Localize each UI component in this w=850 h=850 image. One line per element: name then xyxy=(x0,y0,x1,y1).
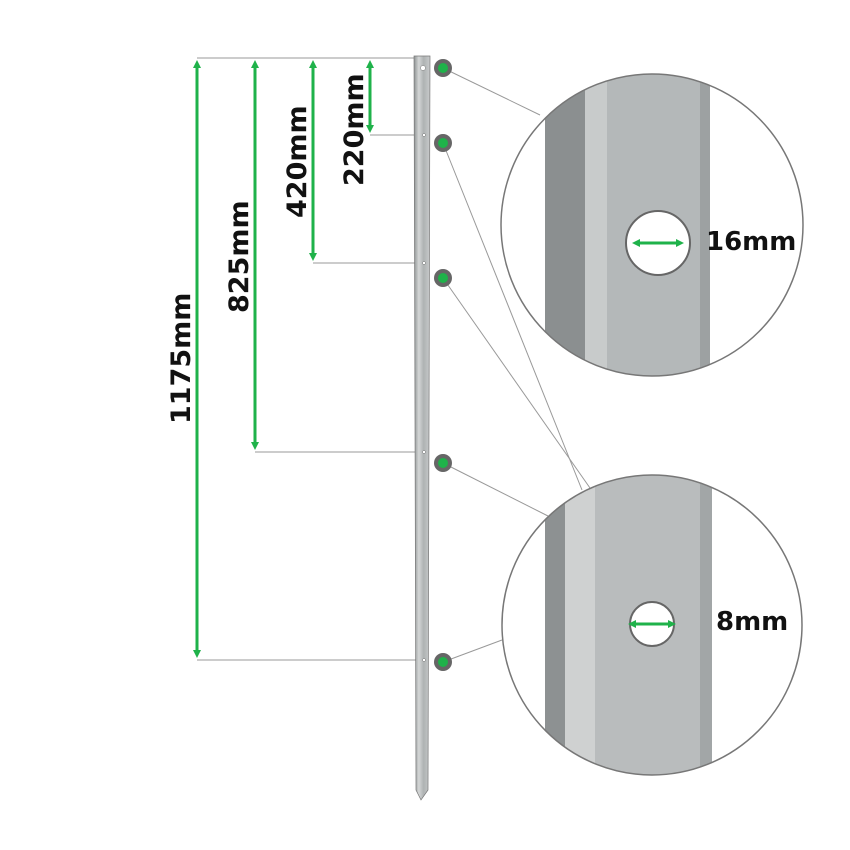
label-8mm: 8mm xyxy=(716,607,789,637)
hole-marker xyxy=(434,454,452,472)
label-420: 420mm xyxy=(282,105,313,218)
label-16mm: 16mm xyxy=(706,227,797,257)
label-1175: 1175mm xyxy=(166,292,197,424)
hole-marker xyxy=(434,134,452,152)
hole-marker xyxy=(434,653,452,671)
label-825: 825mm xyxy=(224,200,255,313)
label-220: 220mm xyxy=(339,73,370,186)
guide-lines xyxy=(197,57,425,661)
metal-post xyxy=(413,55,431,801)
hole-marker xyxy=(434,59,452,77)
detail-large-hole xyxy=(500,73,804,377)
detail-small-hole xyxy=(501,474,803,776)
hole-markers xyxy=(434,59,452,671)
hole-marker xyxy=(434,269,452,287)
